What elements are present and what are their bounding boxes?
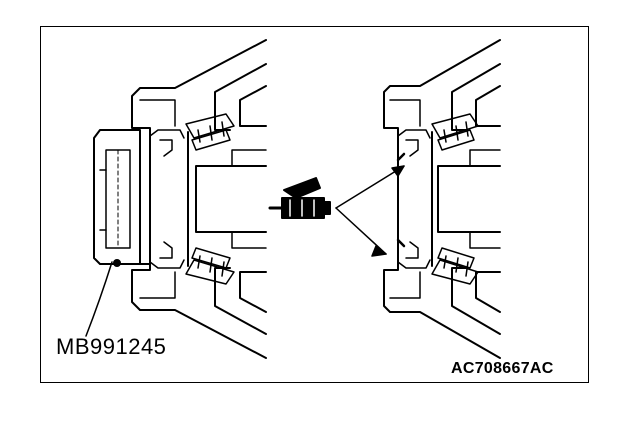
right-assembly bbox=[383, 39, 501, 359]
right-upper-seal bbox=[397, 129, 431, 157]
left-lower-bearing bbox=[185, 247, 235, 285]
right-lower-bearing bbox=[431, 247, 479, 285]
tool-reference-dot bbox=[113, 259, 121, 267]
left-lower-seal bbox=[149, 241, 185, 269]
tool-cap bbox=[93, 129, 151, 265]
left-upper-bearing bbox=[185, 113, 235, 151]
part-number-label: MB991245 bbox=[56, 334, 167, 359]
left-assembly bbox=[85, 39, 267, 359]
left-housing-outline bbox=[131, 39, 267, 359]
part-leader-line bbox=[85, 261, 113, 337]
grease-gun-icon bbox=[268, 177, 331, 219]
right-shaft bbox=[431, 131, 501, 267]
left-upper-seal bbox=[149, 129, 185, 157]
right-housing-outline bbox=[383, 39, 501, 359]
right-lower-seal bbox=[397, 241, 431, 269]
figure-code-label: AC708667AC bbox=[451, 360, 554, 377]
left-shaft bbox=[187, 131, 267, 267]
right-upper-bearing bbox=[431, 113, 479, 151]
grease-pointer-arrows bbox=[335, 165, 405, 257]
